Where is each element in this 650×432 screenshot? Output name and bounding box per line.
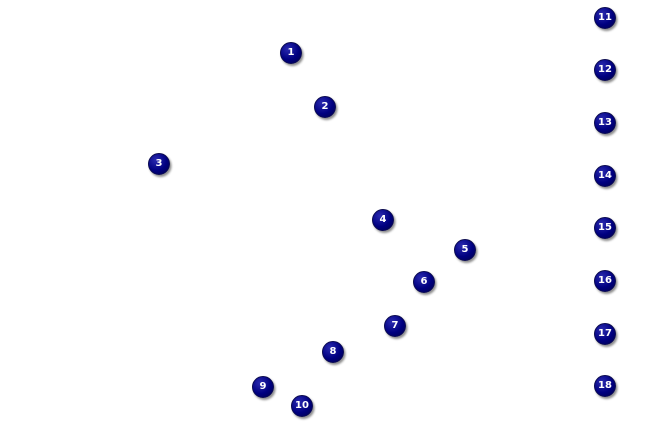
marker-label: 13 [598, 117, 612, 128]
marker-6[interactable]: 6 [413, 271, 435, 293]
marker-label: 6 [420, 276, 428, 287]
marker-5[interactable]: 5 [454, 239, 476, 261]
marker-label: 11 [598, 12, 612, 23]
marker-12[interactable]: 12 [594, 59, 616, 81]
marker-label: 10 [295, 400, 309, 411]
marker-label: 7 [391, 320, 399, 331]
marker-13[interactable]: 13 [594, 112, 616, 134]
marker-16[interactable]: 16 [594, 270, 616, 292]
marker-label: 12 [598, 64, 612, 75]
marker-label: 17 [598, 328, 612, 339]
marker-3[interactable]: 3 [148, 153, 170, 175]
marker-label: 3 [155, 158, 163, 169]
marker-15[interactable]: 15 [594, 217, 616, 239]
marker-8[interactable]: 8 [322, 341, 344, 363]
marker-18[interactable]: 18 [594, 375, 616, 397]
marker-label: 18 [598, 380, 612, 391]
marker-label: 14 [598, 170, 612, 181]
marker-1[interactable]: 1 [280, 42, 302, 64]
marker-label: 5 [461, 244, 469, 255]
marker-17[interactable]: 17 [594, 323, 616, 345]
marker-label: 4 [379, 214, 387, 225]
marker-label: 8 [329, 346, 337, 357]
marker-7[interactable]: 7 [384, 315, 406, 337]
marker-10[interactable]: 10 [291, 395, 313, 417]
marker-9[interactable]: 9 [252, 376, 274, 398]
marker-label: 15 [598, 222, 612, 233]
marker-11[interactable]: 11 [594, 7, 616, 29]
marker-2[interactable]: 2 [314, 96, 336, 118]
marker-label: 9 [259, 381, 267, 392]
marker-label: 1 [287, 47, 295, 58]
marker-label: 16 [598, 275, 612, 286]
marker-4[interactable]: 4 [372, 209, 394, 231]
marker-14[interactable]: 14 [594, 165, 616, 187]
marker-label: 2 [321, 101, 329, 112]
